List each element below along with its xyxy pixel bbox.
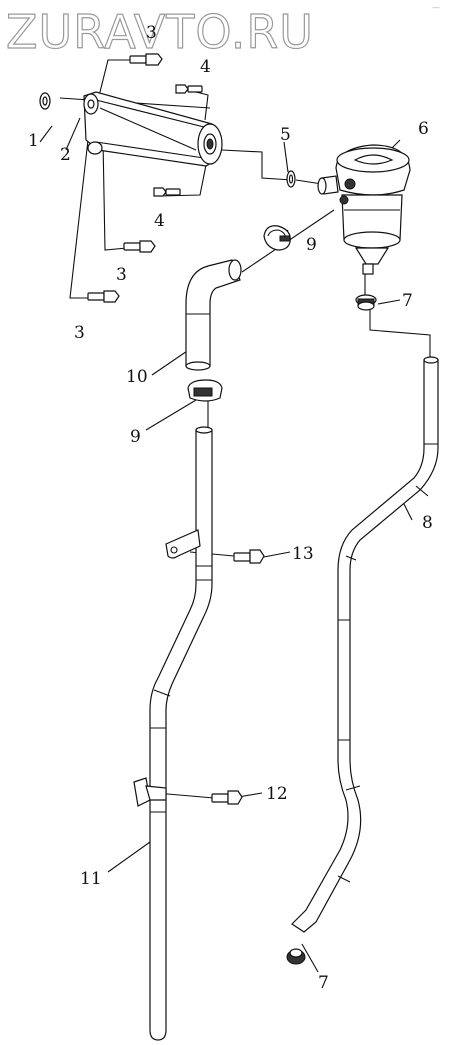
corner-mark: — <box>432 3 440 12</box>
callout-10: 10 <box>126 367 148 387</box>
part-elbow-hose-10 <box>185 259 242 371</box>
callout-3-low: 3 <box>74 323 85 343</box>
callout-7-top: 7 <box>402 291 413 311</box>
leader-fitting-hose8 <box>369 310 431 358</box>
callout-12: 12 <box>266 784 288 804</box>
part-bolt-3-low <box>87 290 120 303</box>
leader-5 <box>283 141 289 173</box>
leader-3-top <box>97 59 154 101</box>
part-bracket-13 <box>165 529 201 559</box>
callout-8: 8 <box>422 513 433 533</box>
callout-3-top: 3 <box>146 23 157 43</box>
callout-11: 11 <box>80 869 102 889</box>
part-o-ring-5 <box>286 170 296 188</box>
part-washer-1-hole <box>42 96 48 106</box>
callout-3-mid: 3 <box>116 265 127 285</box>
leader-7-top <box>377 299 401 305</box>
callout-4-top: 4 <box>200 57 211 77</box>
leader-1 <box>39 125 53 143</box>
watermark-logo: ZURAVTO.RU <box>6 5 314 59</box>
part-bolt-13 <box>233 549 265 564</box>
callout-13: 13 <box>292 544 314 564</box>
part-separator-6 <box>317 144 411 275</box>
leader-11 <box>107 841 151 873</box>
leader-2 <box>65 117 81 151</box>
leader-7-bottom <box>301 943 319 973</box>
part-hose-8 <box>291 356 439 933</box>
part-fitting-7-top <box>355 294 377 311</box>
leader-3-mid <box>102 139 128 251</box>
part-bolt-4-bottom <box>153 187 181 197</box>
callout-7-bottom: 7 <box>318 973 329 993</box>
callout-4-bottom: 4 <box>154 211 165 231</box>
callout-1: 1 <box>28 131 39 151</box>
part-bolt-3-top <box>129 53 163 66</box>
part-bolt-3-mid <box>123 240 156 253</box>
callout-6: 6 <box>418 119 429 139</box>
leader-13 <box>263 551 291 558</box>
callout-labels: 1 2 3 4 5 6 4 3 9 3 7 10 9 8 13 12 11 7 <box>28 23 433 993</box>
part-clamp-9-bottom <box>187 379 223 402</box>
leader-4-bottom <box>159 159 208 197</box>
part-bracket-2 <box>83 91 223 167</box>
leader-o-ring <box>221 149 293 181</box>
leader-9-bottom <box>145 399 197 431</box>
leader-3-low <box>69 139 89 299</box>
part-pipe-11 <box>149 426 213 1041</box>
part-bolt-4-top <box>175 84 203 94</box>
part-bolt-12 <box>211 790 243 805</box>
part-fitting-7-bottom <box>286 948 306 965</box>
callout-9-top: 9 <box>306 235 317 255</box>
part-bracket-12 <box>133 777 167 807</box>
callout-5: 5 <box>280 125 291 145</box>
callout-9-bottom: 9 <box>130 427 141 447</box>
callout-2: 2 <box>60 145 71 165</box>
part-clamp-9-top <box>263 225 291 251</box>
